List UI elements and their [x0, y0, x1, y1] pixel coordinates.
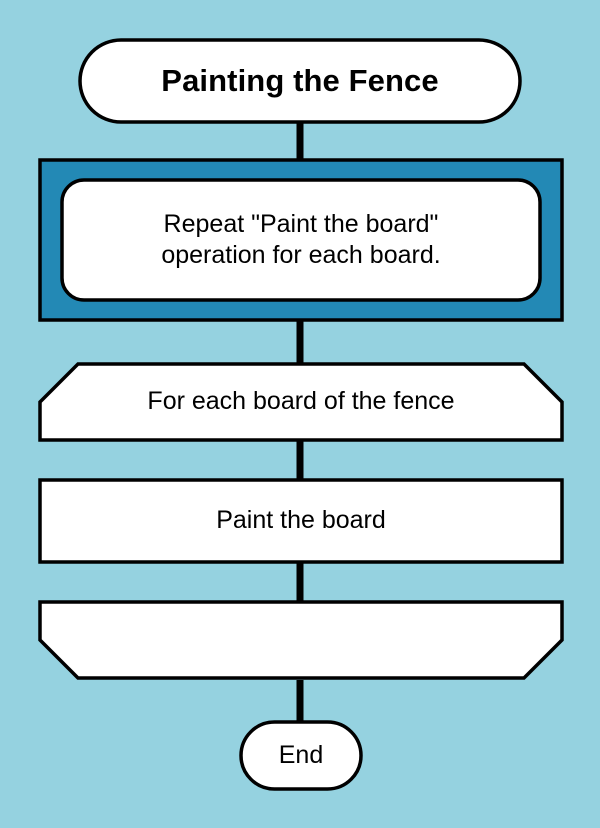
node-loop-start-shape[interactable]: [38, 362, 564, 442]
node-paint-board-shape[interactable]: [38, 478, 564, 564]
node-title-shape[interactable]: [78, 38, 522, 124]
node-repeat-comment-shape[interactable]: [60, 178, 542, 302]
node-loop-end-shape[interactable]: [38, 600, 564, 680]
node-end-shape[interactable]: [239, 720, 363, 791]
